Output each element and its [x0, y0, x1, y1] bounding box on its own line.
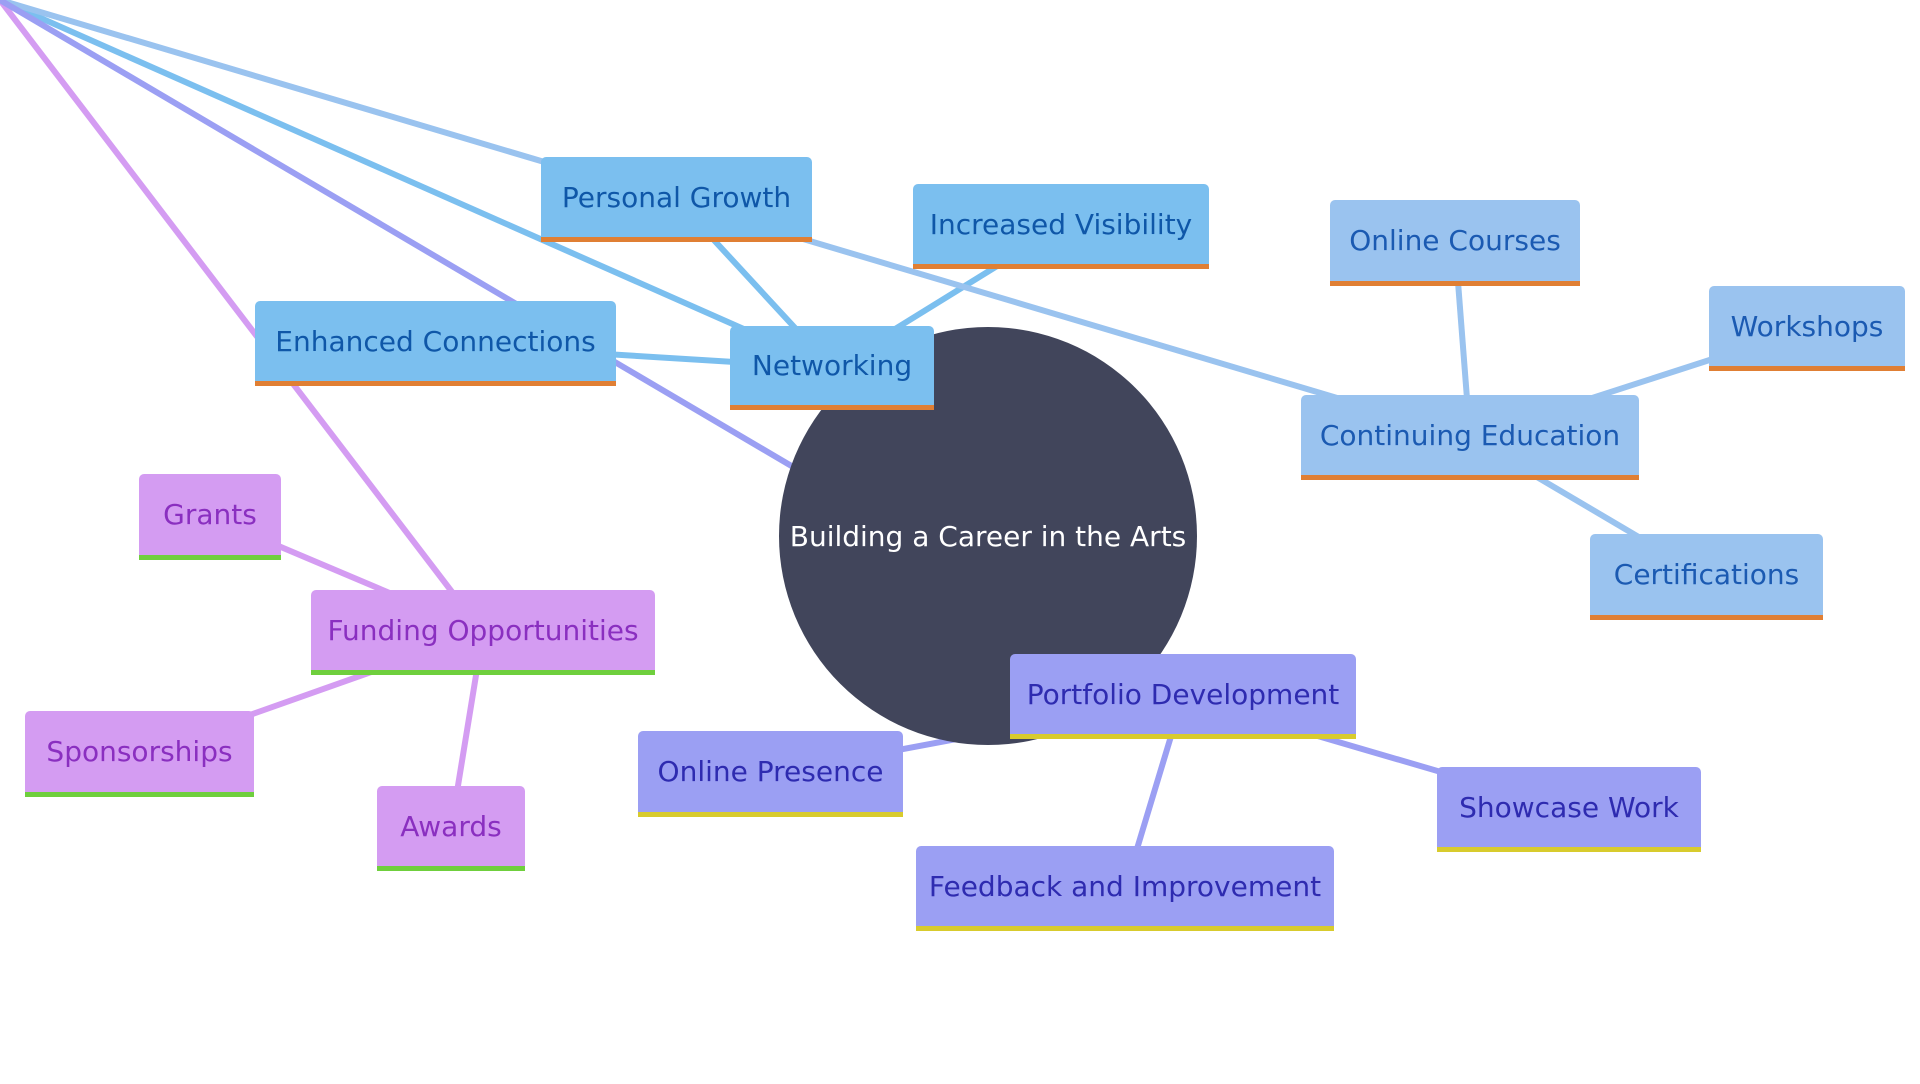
node-label: Increased Visibility	[929, 207, 1193, 241]
node-label: Enhanced Connections	[275, 324, 596, 358]
node-label: Grants	[163, 498, 257, 531]
node-continuing-education[interactable]: Continuing Education	[1301, 395, 1639, 480]
node-label: Funding Opportunities	[327, 613, 639, 647]
node-label: Online Courses	[1349, 224, 1561, 257]
node-increased-visibility[interactable]: Increased Visibility	[913, 184, 1209, 269]
node-label: Feedback and Improvement	[928, 869, 1322, 903]
node-label: Certifications	[1613, 558, 1800, 591]
edge-root-funding-opportunities	[0, 0, 486, 635]
node-portfolio-development[interactable]: Portfolio Development	[1010, 654, 1356, 739]
node-label: Networking	[751, 349, 913, 382]
node-certifications[interactable]: Certifications	[1590, 534, 1823, 620]
node-label: Portfolio Development	[1026, 677, 1340, 711]
node-label: Workshops	[1730, 309, 1884, 343]
node-networking[interactable]: Networking	[730, 326, 934, 410]
node-workshops[interactable]: Workshops	[1709, 286, 1905, 371]
node-sponsorships[interactable]: Sponsorships	[25, 711, 254, 797]
node-enhanced-connections[interactable]: Enhanced Connections	[255, 301, 616, 386]
node-showcase-work[interactable]: Showcase Work	[1437, 767, 1701, 852]
node-online-presence[interactable]: Online Presence	[638, 731, 903, 817]
node-online-courses[interactable]: Online Courses	[1330, 200, 1580, 286]
node-label: Sponsorships	[46, 735, 233, 768]
edge-root-networking	[0, 0, 834, 371]
node-funding-opportunities[interactable]: Funding Opportunities	[311, 590, 655, 675]
node-grants[interactable]: Grants	[139, 474, 281, 560]
node-label: Online Presence	[657, 755, 884, 788]
root-node-label: Building a Career in the Arts	[789, 519, 1187, 553]
node-label: Continuing Education	[1319, 418, 1621, 452]
node-personal-growth[interactable]: Personal Growth	[541, 157, 812, 242]
node-label: Personal Growth	[561, 180, 792, 214]
node-label: Showcase Work	[1459, 790, 1679, 824]
node-label: Awards	[400, 809, 502, 843]
node-awards[interactable]: Awards	[377, 786, 525, 871]
node-feedback-and-improvement[interactable]: Feedback and Improvement	[916, 846, 1334, 931]
